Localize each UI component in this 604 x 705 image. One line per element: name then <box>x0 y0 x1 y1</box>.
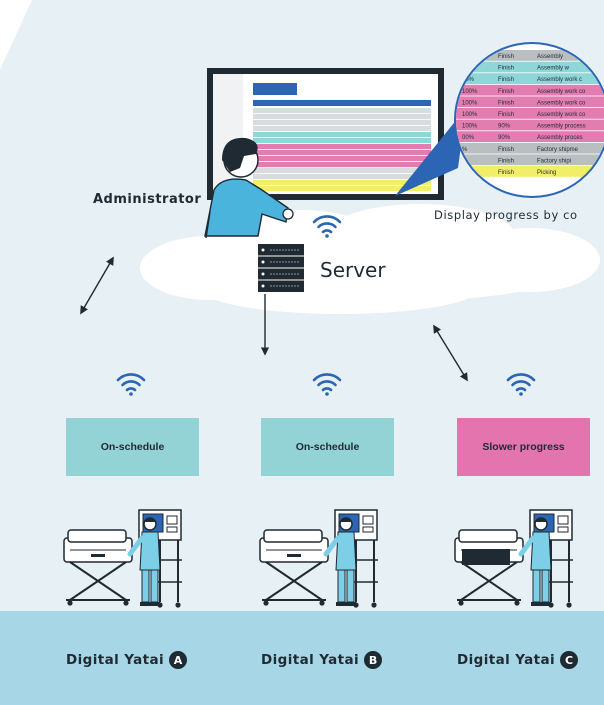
zoom-cell-percent: 100% <box>462 100 478 106</box>
zoom-table-row <box>456 131 604 142</box>
screen-table-row <box>253 180 431 186</box>
zoom-table-row <box>456 96 604 108</box>
yatai-name: Digital Yatai <box>261 652 360 668</box>
zoom-table-row <box>456 50 604 61</box>
zoom-cell-percent: 00% <box>462 77 475 83</box>
screen-table-row <box>253 132 431 138</box>
zoom-cell-percent: 100% <box>462 112 478 118</box>
zoom-table-row <box>456 154 604 166</box>
zoom-cell-task: Assembly work c <box>537 77 582 83</box>
zoom-cell-percent: 100% <box>462 124 478 130</box>
zoom-cell-status: Finish <box>498 100 514 106</box>
zoom-cell-task: Assembly work co <box>537 89 586 95</box>
zoom-cell-task: Assembly <box>537 54 563 60</box>
yatai-station-b <box>260 510 378 608</box>
server-label: Server <box>320 258 386 282</box>
screen-table-row <box>253 150 431 156</box>
arrow-admin-to-yatai-a <box>80 256 114 315</box>
zoom-cell-status: Finish <box>498 147 514 153</box>
screen-table-row <box>253 162 431 168</box>
wifi-icon <box>116 373 146 398</box>
screen-table-row <box>253 168 431 174</box>
status-box-a: On-schedule <box>66 418 199 476</box>
zoom-cell-status: Finish <box>498 158 514 164</box>
zoom-connector <box>395 108 466 196</box>
dark-machine-panel <box>462 549 510 565</box>
zoom-cell-percent: 00% <box>462 135 475 141</box>
administrator-figure <box>204 137 294 239</box>
zoom-cell-task: Assembly proces <box>537 135 583 141</box>
display-progress-label: Display progress by co <box>434 208 578 222</box>
screen-table-row <box>253 144 431 150</box>
zoom-cell-task: Factory shipme <box>537 147 579 153</box>
screen-table-row <box>253 126 431 132</box>
zoom-cell-task: Assembly work co <box>537 100 586 106</box>
server-rack-icon <box>258 244 304 292</box>
zoom-table-row <box>456 142 604 154</box>
zoom-cell-status: Finish <box>498 54 514 60</box>
screen-table-row <box>253 120 431 126</box>
wifi-icon <box>506 373 536 398</box>
zoom-cell-status: 90% <box>498 124 511 130</box>
monitor-icon <box>207 68 444 200</box>
wifi-icon <box>312 373 342 398</box>
yatai-name: Digital Yatai <box>457 652 556 668</box>
yatai-badge-c: C <box>560 651 579 669</box>
yatai-label-b: Digital Yatai B <box>261 650 383 670</box>
zoom-table-row <box>456 166 604 177</box>
zoom-cell-percent: % <box>462 66 468 72</box>
yatai-badge-b: B <box>364 651 383 669</box>
zoom-cell-status: Finish <box>498 66 514 72</box>
screen-table-row <box>253 156 431 162</box>
zoom-cell-task: Assembly process <box>537 124 586 130</box>
zoom-table-row <box>456 119 604 131</box>
screen-table-row <box>253 174 431 180</box>
status-box-c: Slower progress <box>457 418 590 476</box>
yatai-label-c: Digital Yatai C <box>457 650 579 670</box>
screen-table-row <box>253 138 431 144</box>
zoom-cell-status: Finish <box>498 77 514 83</box>
zoom-cell-status: Finish <box>498 112 514 118</box>
zoom-cell-percent: 100% <box>462 89 478 95</box>
zoom-cell-task: Factory shipi <box>537 158 571 164</box>
zoom-table-row <box>456 108 604 119</box>
zoom-cell-task: Assembly work co <box>537 112 586 118</box>
zoom-cell-task: Assembly w <box>537 66 570 72</box>
zoom-cell-task: Picking <box>537 170 556 176</box>
zoom-cell-status: 90% <box>498 135 511 141</box>
arrow-server-to-yatai-c <box>433 324 468 382</box>
zoom-table-row <box>456 84 604 96</box>
zoom-table-row <box>456 61 604 73</box>
zoom-cell-status: Finish <box>498 89 514 95</box>
yatai-station-a <box>64 510 182 608</box>
screen-table-row <box>253 108 431 114</box>
yatai-label-a: Digital Yatai A <box>66 650 188 670</box>
yatai-badge-a: A <box>169 651 188 669</box>
yatai-name: Digital Yatai <box>66 652 165 668</box>
status-box-b: On-schedule <box>261 418 394 476</box>
administrator-label: Administrator <box>93 192 202 207</box>
zoom-cell-percent: % <box>462 147 468 153</box>
floor-band <box>0 611 604 705</box>
corner-decoration <box>0 0 32 70</box>
screen-table-row <box>253 114 431 120</box>
zoom-cell-status: Finish <box>498 170 514 176</box>
screen-table-row <box>253 186 431 192</box>
zoom-table-row <box>456 73 604 84</box>
